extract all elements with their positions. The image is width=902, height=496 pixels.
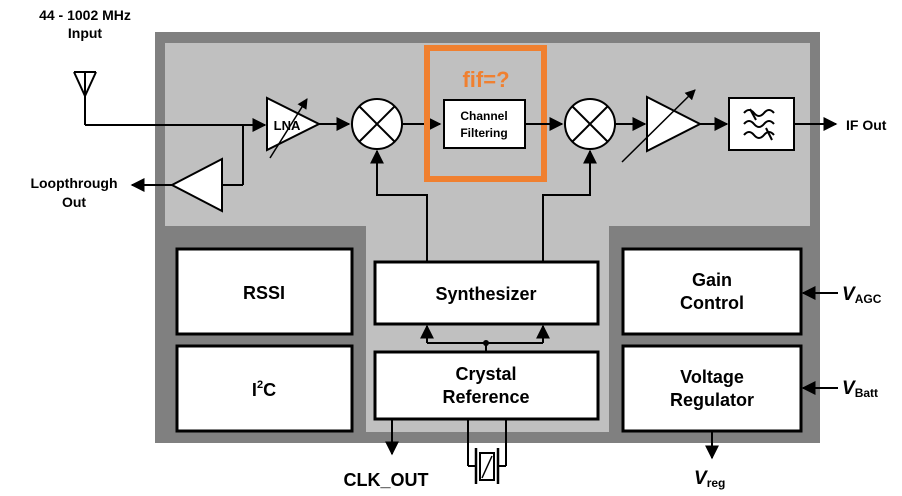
mixer-1 (351, 98, 403, 150)
i2c-label: I2C (252, 379, 276, 400)
rssi-block (175, 247, 354, 336)
v-agc-label: VAGC (842, 284, 882, 306)
v-batt-label: VBatt (842, 378, 878, 400)
synthesizer-block (373, 260, 600, 326)
crystal-component-icon (467, 419, 507, 484)
i2c-block (175, 344, 354, 433)
rssi-label: RSSI (243, 283, 285, 303)
variable-gain-amplifier (621, 89, 703, 163)
v-agc-v: V (842, 284, 856, 305)
fif-label: fif=? (462, 67, 509, 92)
synth-to-mixer2-wire (542, 149, 597, 262)
crystal-reference-block (373, 350, 600, 421)
v-batt-sub: Batt (855, 386, 878, 400)
i2c-label-c: C (263, 380, 276, 400)
fif-highlight-box (424, 45, 547, 182)
input-freq-label: 44 - 1002 MHz (39, 7, 131, 23)
clk-out-label: CLK_OUT (344, 470, 429, 490)
antenna-icon (73, 71, 97, 125)
gain-control-label-line1: Gain (692, 270, 732, 290)
v-reg-sub: reg (707, 476, 726, 490)
gain-control-block (621, 247, 803, 336)
v-agc-sub: AGC (855, 292, 882, 306)
crystal-label-line1: Crystal (455, 364, 516, 384)
voltage-regulator-label-line2: Regulator (670, 390, 754, 410)
channel-filter-label-line2: Filtering (460, 126, 507, 140)
loopthrough-out-label: Out (62, 194, 86, 210)
voltage-regulator-label-line1: Voltage (680, 367, 744, 387)
loopthrough-label: Loopthrough (30, 175, 117, 191)
voltage-regulator-block (621, 344, 803, 433)
crystal-label-line2: Reference (442, 387, 529, 407)
input-label: Input (68, 25, 103, 41)
if-out-label: IF Out (846, 117, 887, 133)
channel-filtering-block (443, 99, 526, 149)
bandpass-filter-block (728, 97, 795, 151)
v-batt-v: V (842, 378, 856, 399)
mixer-2 (564, 98, 616, 150)
loopthrough-buffer (169, 157, 223, 213)
synth-to-mixer1-wire (370, 149, 428, 262)
synthesizer-label: Synthesizer (435, 284, 536, 304)
lna-label: LNA (274, 118, 301, 133)
gain-control-label-line2: Control (680, 293, 744, 313)
v-reg-label: Vreg (694, 468, 725, 490)
filter-wave-icon (743, 108, 775, 141)
v-reg-v: V (694, 468, 708, 489)
i2c-label-i: I (252, 380, 257, 400)
lna-amplifier (266, 96, 322, 159)
i2c-label-sup: 2 (257, 379, 263, 391)
channel-filter-label-line1: Channel (460, 109, 507, 123)
